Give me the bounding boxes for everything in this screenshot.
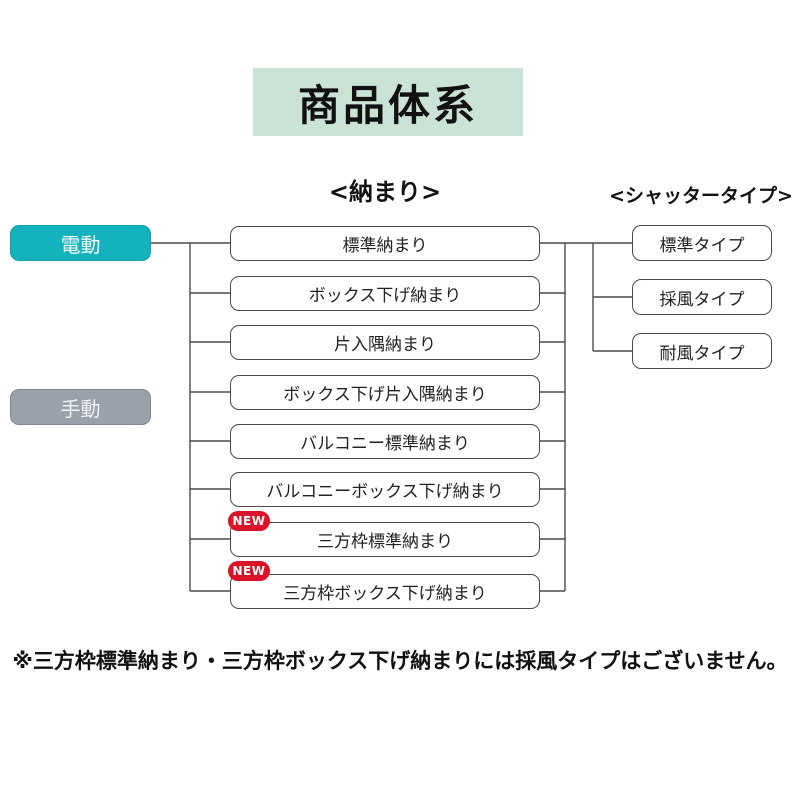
footnote: ※三方枠標準納まり・三方枠ボックス下げ納まりには採風タイプはございません。	[12, 649, 788, 673]
new-badge: NEW	[228, 561, 270, 581]
title-banner: 商品体系	[253, 68, 523, 136]
page-title: 商品体系	[297, 80, 478, 130]
heading-shutter-type: <シャッタータイプ>	[609, 185, 793, 207]
nakamari-node-standard: 標準納まり	[230, 226, 540, 261]
nakamari-node-three-side-frame-box-lowered: 三方枠ボックス下げ納まり	[230, 574, 540, 609]
nakamari-node-box-lowered: ボックス下げ納まり	[230, 276, 540, 311]
nakamari-node-balcony-box-lowered: バルコニーボックス下げ納まり	[230, 472, 540, 507]
node-electric: 電動	[10, 225, 151, 261]
node-manual: 手動	[10, 389, 151, 425]
nakamari-node-box-lowered-corner: ボックス下げ片入隅納まり	[230, 375, 540, 410]
shutter-type-node-wind-resistant: 耐風タイプ	[632, 333, 772, 369]
nakamari-node-corner: 片入隅納まり	[230, 325, 540, 360]
shutter-type-node-ventilation: 採風タイプ	[632, 279, 772, 315]
shutter-type-node-standard: 標準タイプ	[632, 225, 772, 261]
nakamari-node-three-side-frame-standard: 三方枠標準納まり	[230, 522, 540, 557]
heading-nakamari: <納まり>	[328, 178, 442, 206]
new-badge: NEW	[228, 511, 270, 531]
nakamari-node-balcony-standard: バルコニー標準納まり	[230, 424, 540, 459]
